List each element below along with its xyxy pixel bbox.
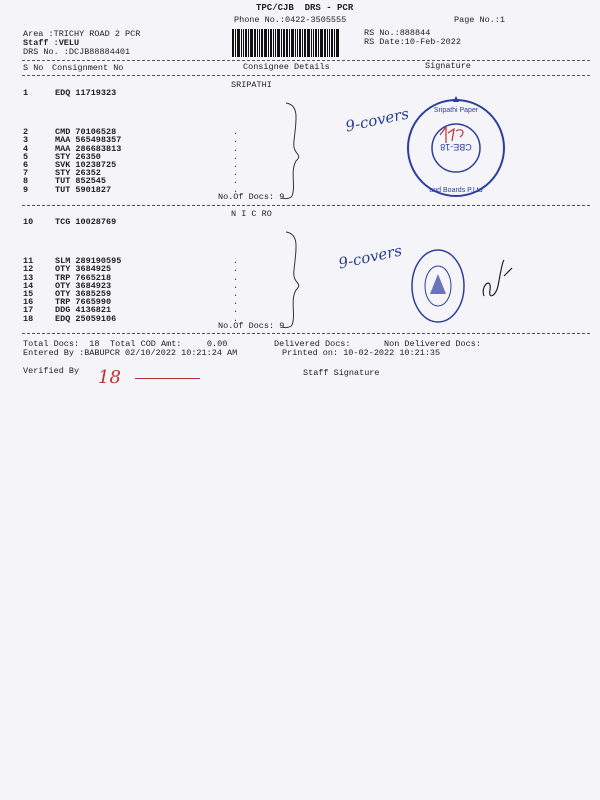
verified-by: Verified By [23, 366, 80, 376]
company-stamp: CBE-18 Sripathi Paper and Boards P.Ltd [407, 96, 505, 197]
divider [22, 333, 590, 334]
svg-text:CBE-18: CBE-18 [440, 142, 472, 152]
entered-by: Entered By :BABUPCR 02/10/2022 10:21:24 … [23, 348, 238, 358]
red-signature [439, 125, 464, 143]
staff: Staff :VELU [23, 38, 80, 48]
area: Area :TRICHY ROAD 2 PCR [23, 29, 141, 39]
consignee-name: SRIPATHI [231, 80, 272, 90]
bracket-mark [282, 231, 300, 329]
handwritten-signature [482, 259, 513, 297]
document-title: TPC/CJB DRS - PCR [256, 3, 354, 13]
col-sno: S No [23, 63, 44, 73]
printed-on: Printed on: 10-02-2022 10:21:35 [282, 348, 441, 358]
divider [22, 60, 590, 61]
delivered-docs: Delivered Docs: [274, 339, 351, 349]
total-cod: Total COD Amt: 0.00 [110, 339, 228, 349]
divider [22, 205, 590, 206]
rs-number: RS No.:888844 [364, 28, 431, 38]
divider [22, 75, 590, 76]
docs-count: No.Of Docs: 9 [218, 192, 285, 202]
handwritten-note: 9-covers [336, 241, 404, 273]
verified-count-handwritten: 18 [98, 367, 121, 388]
page-number: Page No.:1 [454, 15, 506, 25]
total-docs: Total Docs: 18 [23, 339, 100, 349]
signature-line [135, 378, 200, 379]
consignee-name: N I C RO [231, 209, 272, 219]
rs-date: RS Date:10-Feb-2022 [364, 37, 461, 47]
col-consignment: Consignment No [52, 63, 124, 73]
docs-count: No.Of Docs: 9 [218, 321, 285, 331]
staff-signature: Staff Signature [303, 368, 380, 378]
svg-text:and Boards P.Ltd: and Boards P.Ltd [429, 187, 482, 194]
col-signature: Signature [425, 61, 471, 71]
phone-number: Phone No.:0422-3505555 [234, 15, 347, 25]
svg-text:Sripathi Paper: Sripathi Paper [434, 107, 479, 114]
col-consignee: Consignee Details [243, 62, 330, 72]
insurance-stamp [411, 249, 465, 323]
non-delivered-docs: Non Delivered Docs: [384, 339, 481, 349]
drs-number: DRS No. :DCJB88884401 [23, 47, 131, 57]
barcode [232, 29, 352, 57]
bracket-mark [282, 102, 300, 200]
